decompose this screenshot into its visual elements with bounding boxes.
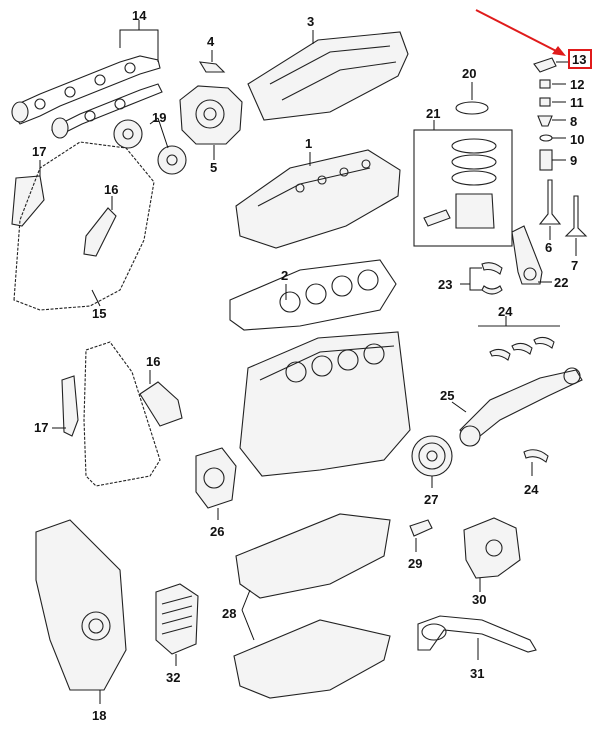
callout-9[interactable]: 9 [570, 153, 577, 168]
lower-tensioner-drawing[interactable] [139, 381, 183, 427]
highlight-arrowhead [552, 46, 566, 56]
callout-32[interactable]: 32 [166, 670, 180, 685]
callout-16b[interactable]: 16 [146, 354, 160, 369]
callout-20[interactable]: 20 [462, 66, 476, 81]
oil-pans-drawing[interactable] [233, 513, 391, 699]
callout-12[interactable]: 12 [570, 77, 584, 92]
head-gasket-drawing[interactable] [229, 259, 397, 331]
callout-25[interactable]: 25 [440, 388, 454, 403]
vacuum-pump-drawing[interactable] [179, 85, 243, 145]
cam-sprockets-drawing[interactable] [113, 119, 187, 175]
callout-11[interactable]: 11 [570, 95, 584, 110]
callout-19[interactable]: 19 [152, 110, 166, 125]
lower-chain-guide-drawing[interactable] [61, 375, 79, 437]
camshafts-drawing[interactable] [11, 55, 163, 139]
oil-pump-drawing[interactable] [463, 517, 521, 579]
callout-27[interactable]: 27 [424, 492, 438, 507]
callout-2[interactable]: 2 [281, 268, 288, 283]
callout-24b[interactable]: 24 [524, 482, 539, 497]
callout-15[interactable]: 15 [92, 306, 106, 321]
crank-pulley-drawing[interactable] [411, 435, 453, 477]
lower-timing-chain-drawing[interactable] [83, 341, 161, 487]
upper-tensioner-drawing[interactable] [83, 207, 117, 257]
callout-13[interactable]: 13 [572, 52, 586, 67]
piston-assembly-drawing[interactable] [413, 129, 513, 247]
oil-pump-chain-guide-drawing[interactable] [409, 519, 433, 537]
callout-23[interactable]: 23 [438, 277, 452, 292]
rod-bearings-drawing[interactable] [481, 262, 503, 295]
seal-housing-drawing[interactable] [195, 447, 237, 509]
highlight-arrow [475, 9, 563, 55]
callout-17a[interactable]: 17 [32, 144, 46, 159]
thrust-bearing-drawing[interactable] [523, 449, 549, 463]
callout-16a[interactable]: 16 [104, 182, 118, 197]
callout-5[interactable]: 5 [210, 160, 217, 175]
timing-cover-drawing[interactable] [35, 519, 127, 691]
callout-8[interactable]: 8 [570, 114, 577, 129]
callout-3[interactable]: 3 [307, 14, 314, 29]
callout-22[interactable]: 22 [554, 275, 568, 290]
callout-24a[interactable]: 24 [498, 304, 513, 319]
upper-timing-chain-drawing[interactable] [13, 141, 155, 311]
cylinder-head-drawing[interactable] [235, 149, 401, 249]
callout-21[interactable]: 21 [426, 106, 440, 121]
valve-cover-drawing[interactable] [247, 31, 409, 121]
callout-29[interactable]: 29 [408, 556, 422, 571]
callout-26[interactable]: 26 [210, 524, 224, 539]
callout-10[interactable]: 10 [570, 132, 584, 147]
oil-pickup-tube-drawing[interactable] [417, 615, 537, 653]
valves-drawing[interactable] [538, 179, 588, 237]
engine-block-drawing[interactable] [239, 331, 411, 477]
main-bearings-drawing[interactable] [478, 325, 560, 361]
callout-17b[interactable]: 17 [34, 420, 48, 435]
callout-4[interactable]: 4 [207, 34, 215, 49]
piston-rings-drawing[interactable] [455, 101, 489, 115]
callout-28[interactable]: 28 [222, 606, 236, 621]
callout-14[interactable]: 14 [132, 8, 147, 23]
sensor-drawing[interactable] [198, 61, 226, 73]
highlight-box-13 [568, 49, 592, 69]
oil-cooler-drawing[interactable] [155, 583, 199, 655]
crankshaft-drawing[interactable] [459, 367, 583, 447]
callout-6[interactable]: 6 [545, 240, 552, 255]
callout-1[interactable]: 1 [305, 136, 312, 151]
callout-30[interactable]: 30 [472, 592, 486, 607]
callout-7[interactable]: 7 [571, 258, 578, 273]
upper-chain-guide-drawing[interactable] [11, 175, 45, 227]
valve-train-parts-drawing[interactable] [533, 57, 557, 171]
callout-18[interactable]: 18 [92, 708, 106, 723]
callout-31[interactable]: 31 [470, 666, 484, 681]
connecting-rod-drawing[interactable] [511, 225, 543, 285]
